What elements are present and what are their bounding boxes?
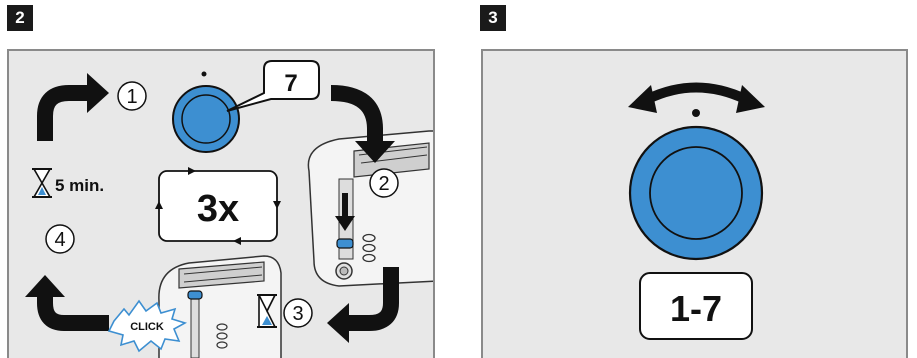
setting-callout — [226, 60, 320, 112]
step-circle-3 — [283, 298, 313, 328]
figure-2-badge: 2 — [7, 5, 33, 31]
setting-range: 1-7 — [670, 288, 722, 329]
setting-range-box — [639, 272, 753, 340]
click-label: CLICK — [130, 321, 164, 333]
step-circle-1 — [117, 81, 147, 111]
step-number-3: 3 — [292, 303, 303, 325]
figure-2-illustration: 7 1 2 3 4 5 min. — [25, 60, 433, 358]
step-circle-2 — [369, 168, 399, 198]
setting-value: 7 — [284, 70, 297, 97]
click-burst-icon — [107, 299, 188, 353]
step-number-1: 1 — [126, 86, 137, 108]
browning-knob — [172, 85, 240, 153]
figure-3-illustration: 1-7 — [628, 82, 765, 340]
figure-3-badge: 3 — [480, 5, 506, 31]
hourglass-icon — [32, 168, 52, 198]
step-number-2: 2 — [378, 173, 389, 195]
figure-3-panel: 1-7 — [481, 49, 908, 358]
rotate-arrow-icon — [645, 82, 748, 104]
knob-indicator-dot — [692, 109, 700, 117]
toaster-illustration-left — [158, 255, 282, 358]
figure-2-panel: 7 1 2 3 4 5 min. — [7, 49, 435, 358]
hourglass-icon-step-3 — [257, 294, 277, 328]
repeat-count: 3x — [197, 188, 239, 230]
repeat-cycle-box — [155, 167, 281, 245]
step-circle-4 — [45, 224, 75, 254]
wait-time-label: 5 min. — [55, 176, 104, 195]
step-number-4: 4 — [54, 229, 65, 251]
knob-indicator-dot — [201, 71, 207, 77]
